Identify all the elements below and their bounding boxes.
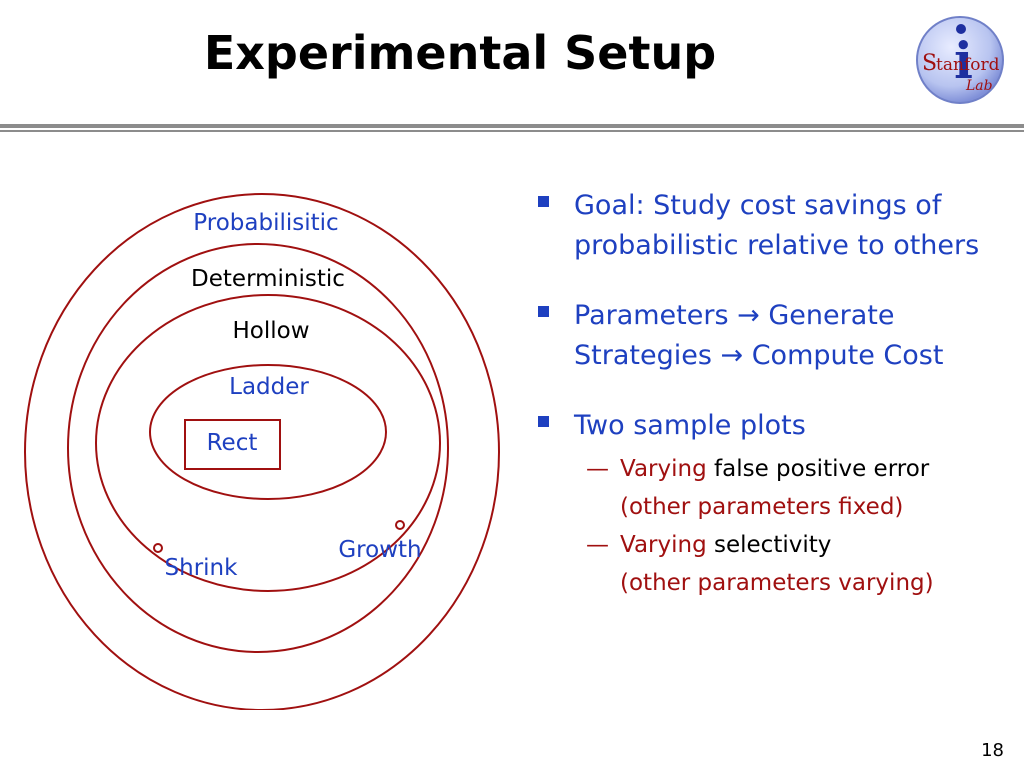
bullet-list: Goal: Study cost savings of probabilisti… [534, 186, 1014, 602]
bullet-params-text-2: Generate Strategies [574, 300, 895, 371]
label-rect: Rect [207, 430, 258, 456]
bullet-square-icon [538, 416, 549, 427]
header-rule-thick [0, 124, 1024, 128]
logo-text-lab: Lab [965, 78, 993, 94]
sub1-varying: Varying [620, 456, 707, 482]
ring-hollow [95, 294, 441, 592]
sub2-rest: selectivity [706, 532, 832, 558]
label-probabilistic: Probabilisitic [193, 210, 338, 236]
sub2-parenthetical: (other parameters varying) [620, 570, 934, 596]
label-shrink: Shrink [165, 555, 239, 581]
ring-deterministic [67, 243, 449, 653]
sub1-rest: false positive error [706, 456, 930, 482]
bullet-goal: Goal: Study cost savings of probabilisti… [534, 186, 1014, 266]
box-rect [184, 419, 281, 470]
stanford-lab-logo: i S tanford Lab [916, 16, 1004, 104]
right-arrow-icon: → [737, 300, 760, 331]
sub-bullet-selectivity: — Varying selectivity [534, 526, 1014, 564]
label-deterministic: Deterministic [191, 266, 345, 292]
logo-letter-i: i [954, 31, 973, 90]
bullet-square-icon [538, 196, 549, 207]
right-arrow-icon: → [720, 340, 744, 371]
page-number: 18 [981, 740, 1004, 761]
bullet-goal-text: Goal: Study cost savings of probabilisti… [574, 190, 980, 261]
bullet-params-text-1: Parameters [574, 300, 729, 331]
header-rule-thin [0, 130, 1024, 132]
bullet-parameters: Parameters → Generate Strategies → Compu… [534, 296, 1014, 376]
bullet-plots-text: Two sample plots [574, 410, 806, 441]
dash-icon: — [586, 532, 609, 558]
bullet-sample-plots: Two sample plots [534, 406, 1014, 446]
bullet-params-text-3: Compute Cost [751, 340, 944, 371]
logo-text-tanford: tanford [936, 55, 1000, 75]
sub-bullet-false-positive: — Varying false positive error [534, 450, 1014, 488]
ring-probabilistic [24, 193, 500, 710]
shrink-point [153, 543, 163, 553]
ring-ladder [149, 364, 387, 500]
dash-icon: — [586, 456, 609, 482]
bullet-square-icon [538, 306, 549, 317]
sub1-parenthetical: (other parameters fixed) [620, 494, 904, 520]
logo-i-dot [956, 24, 966, 34]
sub2-varying: Varying [620, 532, 707, 558]
label-hollow: Hollow [232, 318, 309, 344]
label-ladder: Ladder [229, 374, 309, 400]
strategy-venn-diagram: Probabilisitic Deterministic Hollow Ladd… [24, 193, 500, 710]
logo-letter-s: S [922, 51, 937, 76]
logo-circle [916, 16, 1004, 104]
slide-title: Experimental Setup [203, 26, 717, 80]
growth-point [395, 520, 405, 530]
label-growth: Growth [338, 537, 421, 563]
